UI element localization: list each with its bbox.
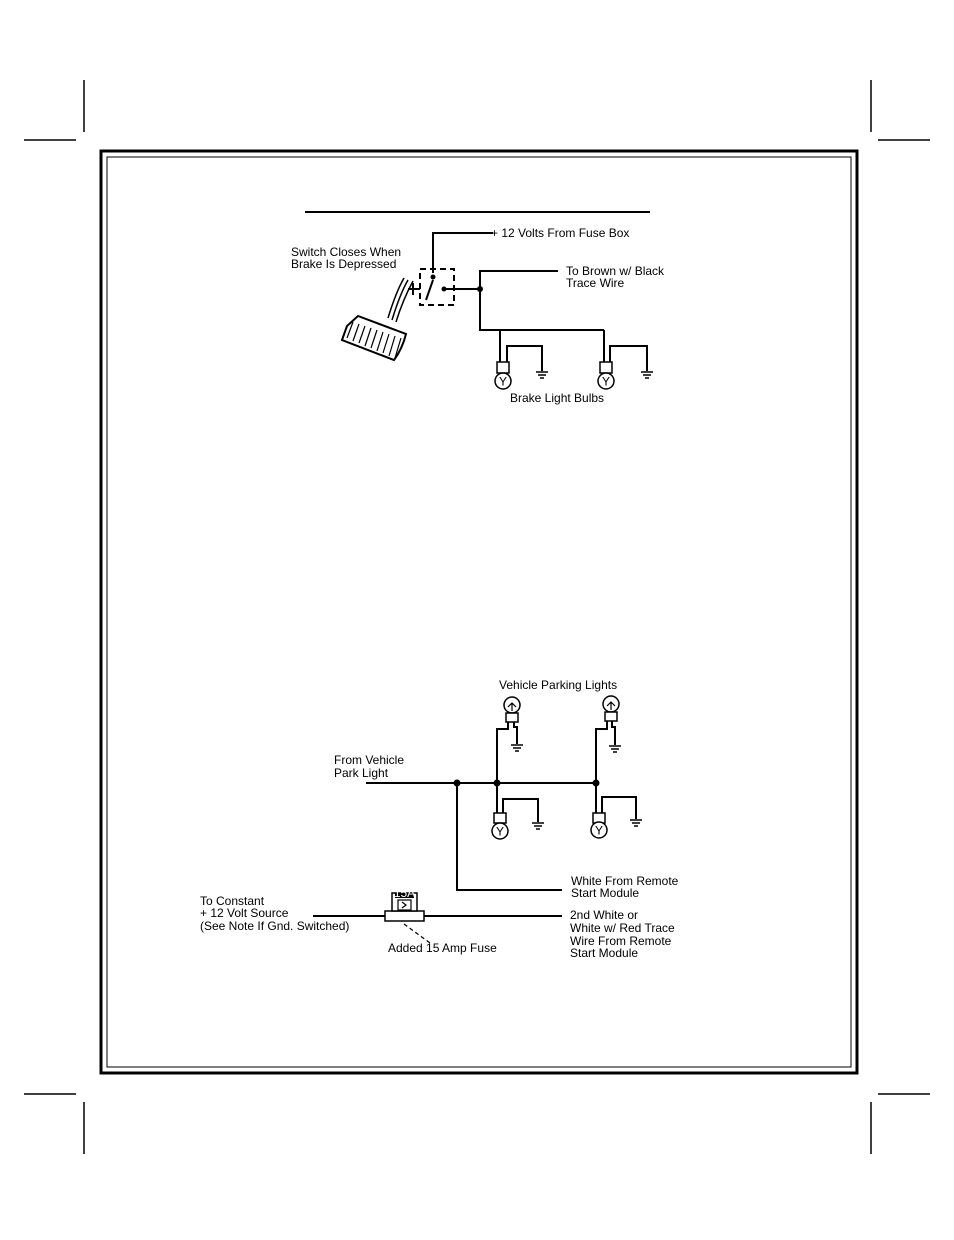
outer-border [99,149,859,1075]
parking-bulb-upper-left-icon [503,696,521,723]
second-white-label-line-1: 2nd White or [570,908,638,922]
brown-wire-label-line-2: Trace Wire [566,276,625,290]
parking-lights-label: Vehicle Parking Lights [499,678,617,692]
ground-icon [641,371,653,379]
fuse-box-label: + 12 Volts From Fuse Box [491,226,629,240]
brake-pedal-icon [340,277,414,362]
white-wire-label-line-1: White From Remote [571,874,679,888]
ground-icon [609,745,621,753]
switch-label-line-1: Switch Closes When [291,245,401,259]
from-park-label-line-1: From Vehicle [334,753,404,767]
white-wire-label-line-2: Start Module [571,886,639,900]
parking-bulb-lower-right-icon [590,812,608,839]
fuse-label: Added 15 Amp Fuse [388,941,497,955]
switch-label-line-2: Brake Is Depressed [291,257,396,271]
constant-label-line-1: To Constant [200,894,265,908]
second-white-label-line-3: Wire From Remote [570,934,672,948]
fuse-icon [384,892,425,922]
inner-border [106,156,852,1068]
brake-bulb-right-icon [597,361,615,390]
crop-marks [24,80,930,1154]
brake-bulb-right-letter: Y [602,375,610,389]
ground-icon [630,819,642,827]
parking-bulb-lower-left-letter: Y [496,825,504,839]
second-white-label-line-4: Start Module [570,946,638,960]
ground-icon [511,744,523,752]
ground-icon [532,822,544,830]
parking-bulb-upper-right-icon [602,695,620,722]
parking-bulb-lower-left-icon [491,812,509,840]
constant-label-line-2: + 12 Volt Source [200,906,289,920]
parking-bulb-lower-right-letter: Y [595,824,603,838]
brake-bulb-left-letter: Y [499,375,507,389]
brake-bulbs-label: Brake Light Bulbs [510,391,604,405]
from-park-label-line-2: Park Light [334,766,389,780]
parking-light-diagram [313,721,637,917]
brown-wire-label-line-1: To Brown w/ Black [566,264,665,278]
fuse-rating-text: 15A [394,886,415,900]
constant-label-line-3: (See Note If Gnd. Switched) [200,919,349,933]
fuse-leader [403,923,431,944]
second-white-label-line-2: White w/ Red Trace [570,921,675,935]
brake-light-diagram [408,232,648,371]
ground-icon [536,371,548,379]
brake-bulb-left-icon [494,361,512,390]
